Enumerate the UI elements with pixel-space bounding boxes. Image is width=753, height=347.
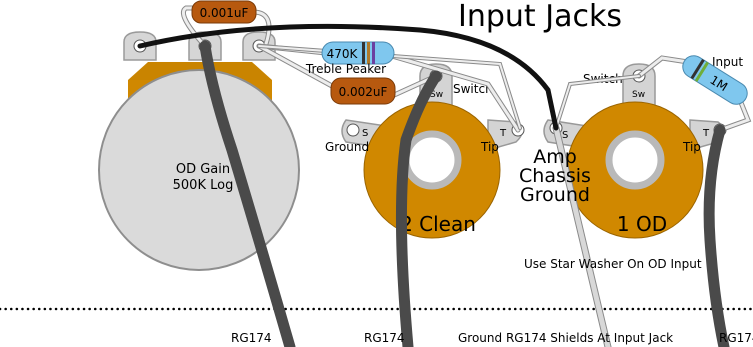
clean-tip-letter: T bbox=[499, 128, 507, 139]
clean-jack-label: 2 Clean bbox=[400, 212, 476, 236]
resistor-band-3 bbox=[372, 42, 375, 64]
pot-label-line1: OD Gain bbox=[176, 162, 230, 177]
resistor-band-1 bbox=[362, 42, 365, 64]
cap-top-label: 0.001uF bbox=[200, 6, 249, 20]
cable-label-1: RG174 bbox=[231, 331, 272, 345]
resistor-treble-label: 470K bbox=[327, 47, 359, 61]
resistor-treble: 470K Treble Peaker bbox=[305, 41, 395, 76]
od-tip-letter: T bbox=[702, 128, 710, 139]
od-switch-letter: Sw bbox=[632, 90, 645, 100]
rg174-cable-3 bbox=[703, 124, 730, 347]
pot-label-line2: 500K Log bbox=[173, 178, 234, 193]
od-sleeve-letter: S bbox=[562, 130, 568, 141]
cable-label-3: RG174 bbox=[719, 331, 753, 345]
cap-top-lead-right-core bbox=[251, 10, 271, 46]
cap-mid-body bbox=[330, 77, 396, 105]
black-ground-wire bbox=[137, 23, 559, 131]
od-input-lead-right-core bbox=[718, 98, 750, 132]
amp-ground-line1: Amp bbox=[533, 146, 577, 168]
clean-switch-letter: Sw bbox=[430, 90, 443, 100]
clean-sleeve-hole bbox=[346, 123, 360, 137]
amp-ground-line3: Ground bbox=[520, 184, 590, 206]
cap-mid: 0.002uF bbox=[330, 77, 396, 105]
od-input-lead-left-core bbox=[637, 56, 690, 78]
resistor-input-band-2 bbox=[694, 61, 709, 82]
rg174-cables bbox=[199, 40, 730, 347]
od-gain-pot: OD Gain 500K Log bbox=[98, 31, 300, 271]
clean-sleeve-letter: S bbox=[362, 128, 368, 139]
od-jack-label: 1 OD bbox=[617, 212, 667, 236]
od-input-label: Input bbox=[712, 55, 743, 69]
cap-mid-label: 0.002uF bbox=[339, 85, 388, 99]
clean-jack-hole bbox=[402, 130, 462, 190]
lead-wires bbox=[180, 5, 752, 347]
clean-ground-label: Ground bbox=[325, 140, 369, 154]
amp-chassis-ground: Amp Chassis Ground bbox=[519, 146, 591, 206]
amp-ground-line2: Chassis bbox=[519, 165, 591, 187]
cap-top: 0.001uF bbox=[191, 0, 257, 24]
resistor-input-band-1 bbox=[690, 59, 705, 80]
clean-switch-label: Switch bbox=[453, 82, 493, 96]
page-title: Input Jacks bbox=[458, 0, 622, 34]
cap-top-body bbox=[191, 0, 257, 24]
cap-mid-lead-left-core bbox=[257, 44, 334, 88]
treble-peaker-label: Treble Peaker bbox=[305, 62, 386, 76]
resistor-input: 1M bbox=[682, 55, 748, 105]
rg174-cable-1 bbox=[199, 40, 296, 347]
star-washer-note: Use Star Washer On OD Input bbox=[524, 257, 702, 271]
resistor-band-2 bbox=[367, 42, 370, 64]
rg174-cable-2 bbox=[395, 70, 442, 347]
cable-label-2: RG174 bbox=[364, 331, 405, 345]
clean-tip-label: Tip bbox=[480, 140, 499, 154]
treble-lead-right-core bbox=[390, 54, 520, 132]
od-ground-bridge-core bbox=[555, 75, 640, 129]
resistor-treble-body bbox=[321, 41, 395, 65]
cap-top-lead-left-core bbox=[181, 6, 207, 48]
od-jack-hole bbox=[605, 130, 665, 190]
shield-note: Ground RG174 Shields At Input Jack bbox=[458, 331, 673, 345]
od-tip-label: Tip bbox=[682, 140, 701, 154]
chassis-ground-wire-core bbox=[553, 125, 611, 347]
